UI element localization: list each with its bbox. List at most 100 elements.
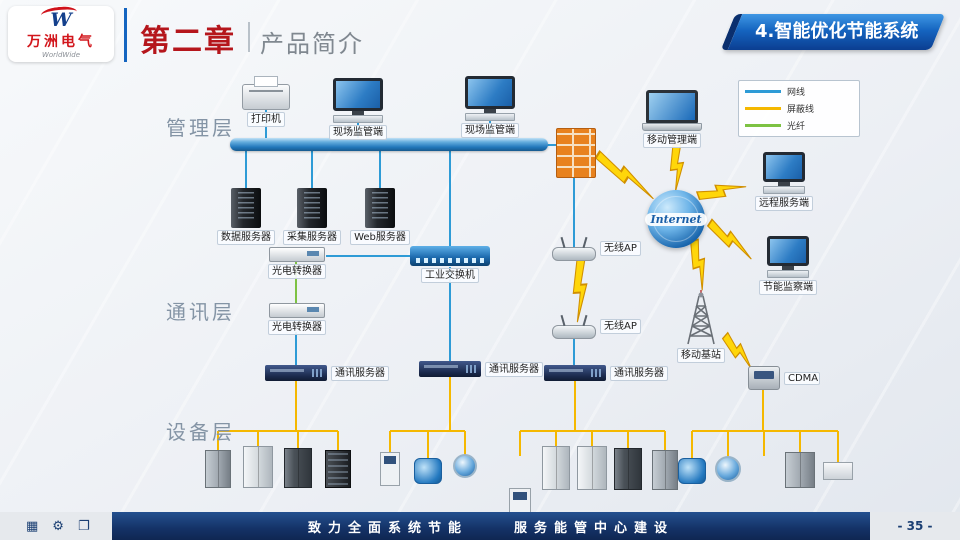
device-cabinet bbox=[577, 446, 607, 490]
cdma-node: CDMA bbox=[748, 366, 820, 390]
internet-label: Internet bbox=[645, 212, 707, 226]
device-cabinet bbox=[243, 446, 273, 488]
device-pump bbox=[678, 458, 706, 484]
legend-swatch-fiber bbox=[745, 124, 781, 127]
server-tower-icon bbox=[231, 188, 261, 228]
laptop-icon bbox=[642, 90, 702, 131]
comm-server-label-3: 通讯服务器 bbox=[610, 365, 668, 381]
wireless-ap-icon bbox=[552, 325, 596, 339]
firewall-icon bbox=[556, 128, 596, 178]
company-logo: W 万洲电气 WorldWide bbox=[8, 6, 114, 62]
section-badge-label: 4.智能优化节能系统 bbox=[754, 21, 918, 42]
cdma-icon bbox=[748, 366, 780, 390]
footer-slogan-left: 致力全面系统节能 bbox=[307, 520, 468, 536]
device-panel bbox=[823, 462, 853, 480]
management-bus bbox=[230, 138, 548, 151]
device-cabinet bbox=[785, 452, 815, 488]
title-separator bbox=[248, 22, 250, 52]
desktop-icon bbox=[767, 236, 809, 278]
footer-icons: ▦ ⚙ ❐ bbox=[26, 512, 90, 540]
remote-server-node: 远程服务端 bbox=[752, 152, 816, 211]
industrial-switch-label: 工业交换机 bbox=[421, 268, 479, 283]
device-cabinet bbox=[542, 446, 570, 490]
legend-row-shielded: 屏蔽线 bbox=[745, 102, 853, 115]
comm-server-icon bbox=[544, 365, 606, 381]
comm-server-label-1: 通讯服务器 bbox=[331, 365, 389, 381]
wireless-ap-label-top: 无线AP bbox=[600, 241, 641, 256]
firewall-node bbox=[556, 128, 596, 178]
device-rack bbox=[325, 450, 351, 488]
comm-server-icon bbox=[419, 361, 481, 377]
legend-row-network: 网线 bbox=[745, 85, 853, 98]
industrial-switch-node: 工业交换机 bbox=[410, 246, 490, 283]
layer-label-device: 设备层 bbox=[166, 420, 235, 444]
comm-server-node-1: 通讯服务器 bbox=[265, 365, 389, 381]
printer-node: 打印机 bbox=[240, 75, 292, 127]
wireless-ap-label-bottom: 无线AP bbox=[600, 319, 641, 334]
internet-node: Internet bbox=[645, 190, 707, 248]
wireless-ap-icon bbox=[552, 247, 596, 261]
logo-emblem-icon: W bbox=[50, 8, 72, 31]
chapter-title: 第二章 bbox=[140, 24, 236, 59]
device-cabinet bbox=[614, 448, 642, 490]
grid-icon: ▦ bbox=[26, 518, 39, 534]
device-pump bbox=[414, 458, 442, 484]
optical-converter-label-bottom: 光电转换器 bbox=[268, 320, 326, 335]
optical-converter-label-top: 光电转换器 bbox=[268, 264, 326, 279]
base-station-node: 移动基站 bbox=[676, 288, 726, 363]
web-server-node: Web服务器 bbox=[350, 188, 410, 245]
comm-server-icon bbox=[265, 365, 327, 381]
page-number: - 35 - bbox=[897, 519, 933, 533]
optical-converter-icon bbox=[269, 247, 325, 262]
optical-converter-node-top: 光电转换器 bbox=[268, 247, 326, 279]
data-server-label: 数据服务器 bbox=[217, 230, 275, 245]
monitor-label-2: 现场监管端 bbox=[461, 123, 519, 138]
page-title: 产品简介 bbox=[260, 30, 364, 58]
shielded-cables bbox=[217, 377, 839, 464]
internet-globe-icon: Internet bbox=[645, 190, 707, 248]
network-cables bbox=[245, 106, 575, 367]
section-badge: 4.智能优化节能系统 bbox=[720, 14, 946, 50]
energy-monitor-label: 节能监察端 bbox=[759, 280, 817, 295]
optical-converter-icon bbox=[269, 303, 325, 318]
desktop-icon bbox=[763, 152, 805, 194]
monitor-node-1: 现场监管端 bbox=[329, 78, 387, 140]
comm-server-node-3: 通讯服务器 bbox=[544, 365, 668, 381]
footer-slogan-bar: 致力全面系统节能 服务能管中心建设 bbox=[112, 512, 870, 540]
monitor-node-2: 现场监管端 bbox=[461, 76, 519, 138]
device-cabinet bbox=[284, 448, 312, 488]
base-station-label: 移动基站 bbox=[677, 348, 725, 363]
wireless-ap-node-top: 无线AP bbox=[552, 236, 641, 261]
logo-brand-en: WorldWide bbox=[41, 50, 81, 59]
mobile-mgmt-label: 移动管理端 bbox=[643, 133, 701, 148]
monitor-icon bbox=[465, 76, 515, 121]
layer-label-management: 管理层 bbox=[166, 116, 235, 140]
book-icon: ❐ bbox=[77, 518, 90, 534]
device-gauge bbox=[715, 456, 741, 482]
gear-icon: ⚙ bbox=[52, 518, 64, 534]
collect-server-node: 采集服务器 bbox=[283, 188, 341, 245]
cdma-label: CDMA bbox=[784, 371, 820, 385]
server-tower-icon bbox=[297, 188, 327, 228]
device-meter bbox=[380, 452, 400, 486]
header-divider bbox=[124, 8, 127, 62]
legend-row-fiber: 光纤 bbox=[745, 119, 853, 132]
printer-label: 打印机 bbox=[247, 112, 285, 127]
web-server-label: Web服务器 bbox=[350, 230, 410, 245]
monitor-label-1: 现场监管端 bbox=[329, 125, 387, 140]
monitor-icon bbox=[333, 78, 383, 123]
wireless-ap-node-bottom: 无线AP bbox=[552, 314, 641, 339]
footer: ▦ ⚙ ❐ 致力全面系统节能 服务能管中心建设 - 35 - bbox=[0, 512, 960, 540]
device-cabinet bbox=[652, 450, 678, 490]
device-cabinet bbox=[205, 450, 231, 488]
comm-server-node-2: 通讯服务器 bbox=[419, 361, 543, 377]
printer-icon bbox=[242, 76, 290, 110]
legend: 网线 屏蔽线 光纤 bbox=[738, 80, 860, 137]
collect-server-label: 采集服务器 bbox=[283, 230, 341, 245]
device-flowmeter bbox=[453, 454, 477, 478]
legend-swatch-network bbox=[745, 90, 781, 93]
energy-monitor-node: 节能监察端 bbox=[756, 236, 820, 295]
device-meter bbox=[509, 488, 531, 518]
layer-label-communication: 通讯层 bbox=[166, 300, 235, 324]
